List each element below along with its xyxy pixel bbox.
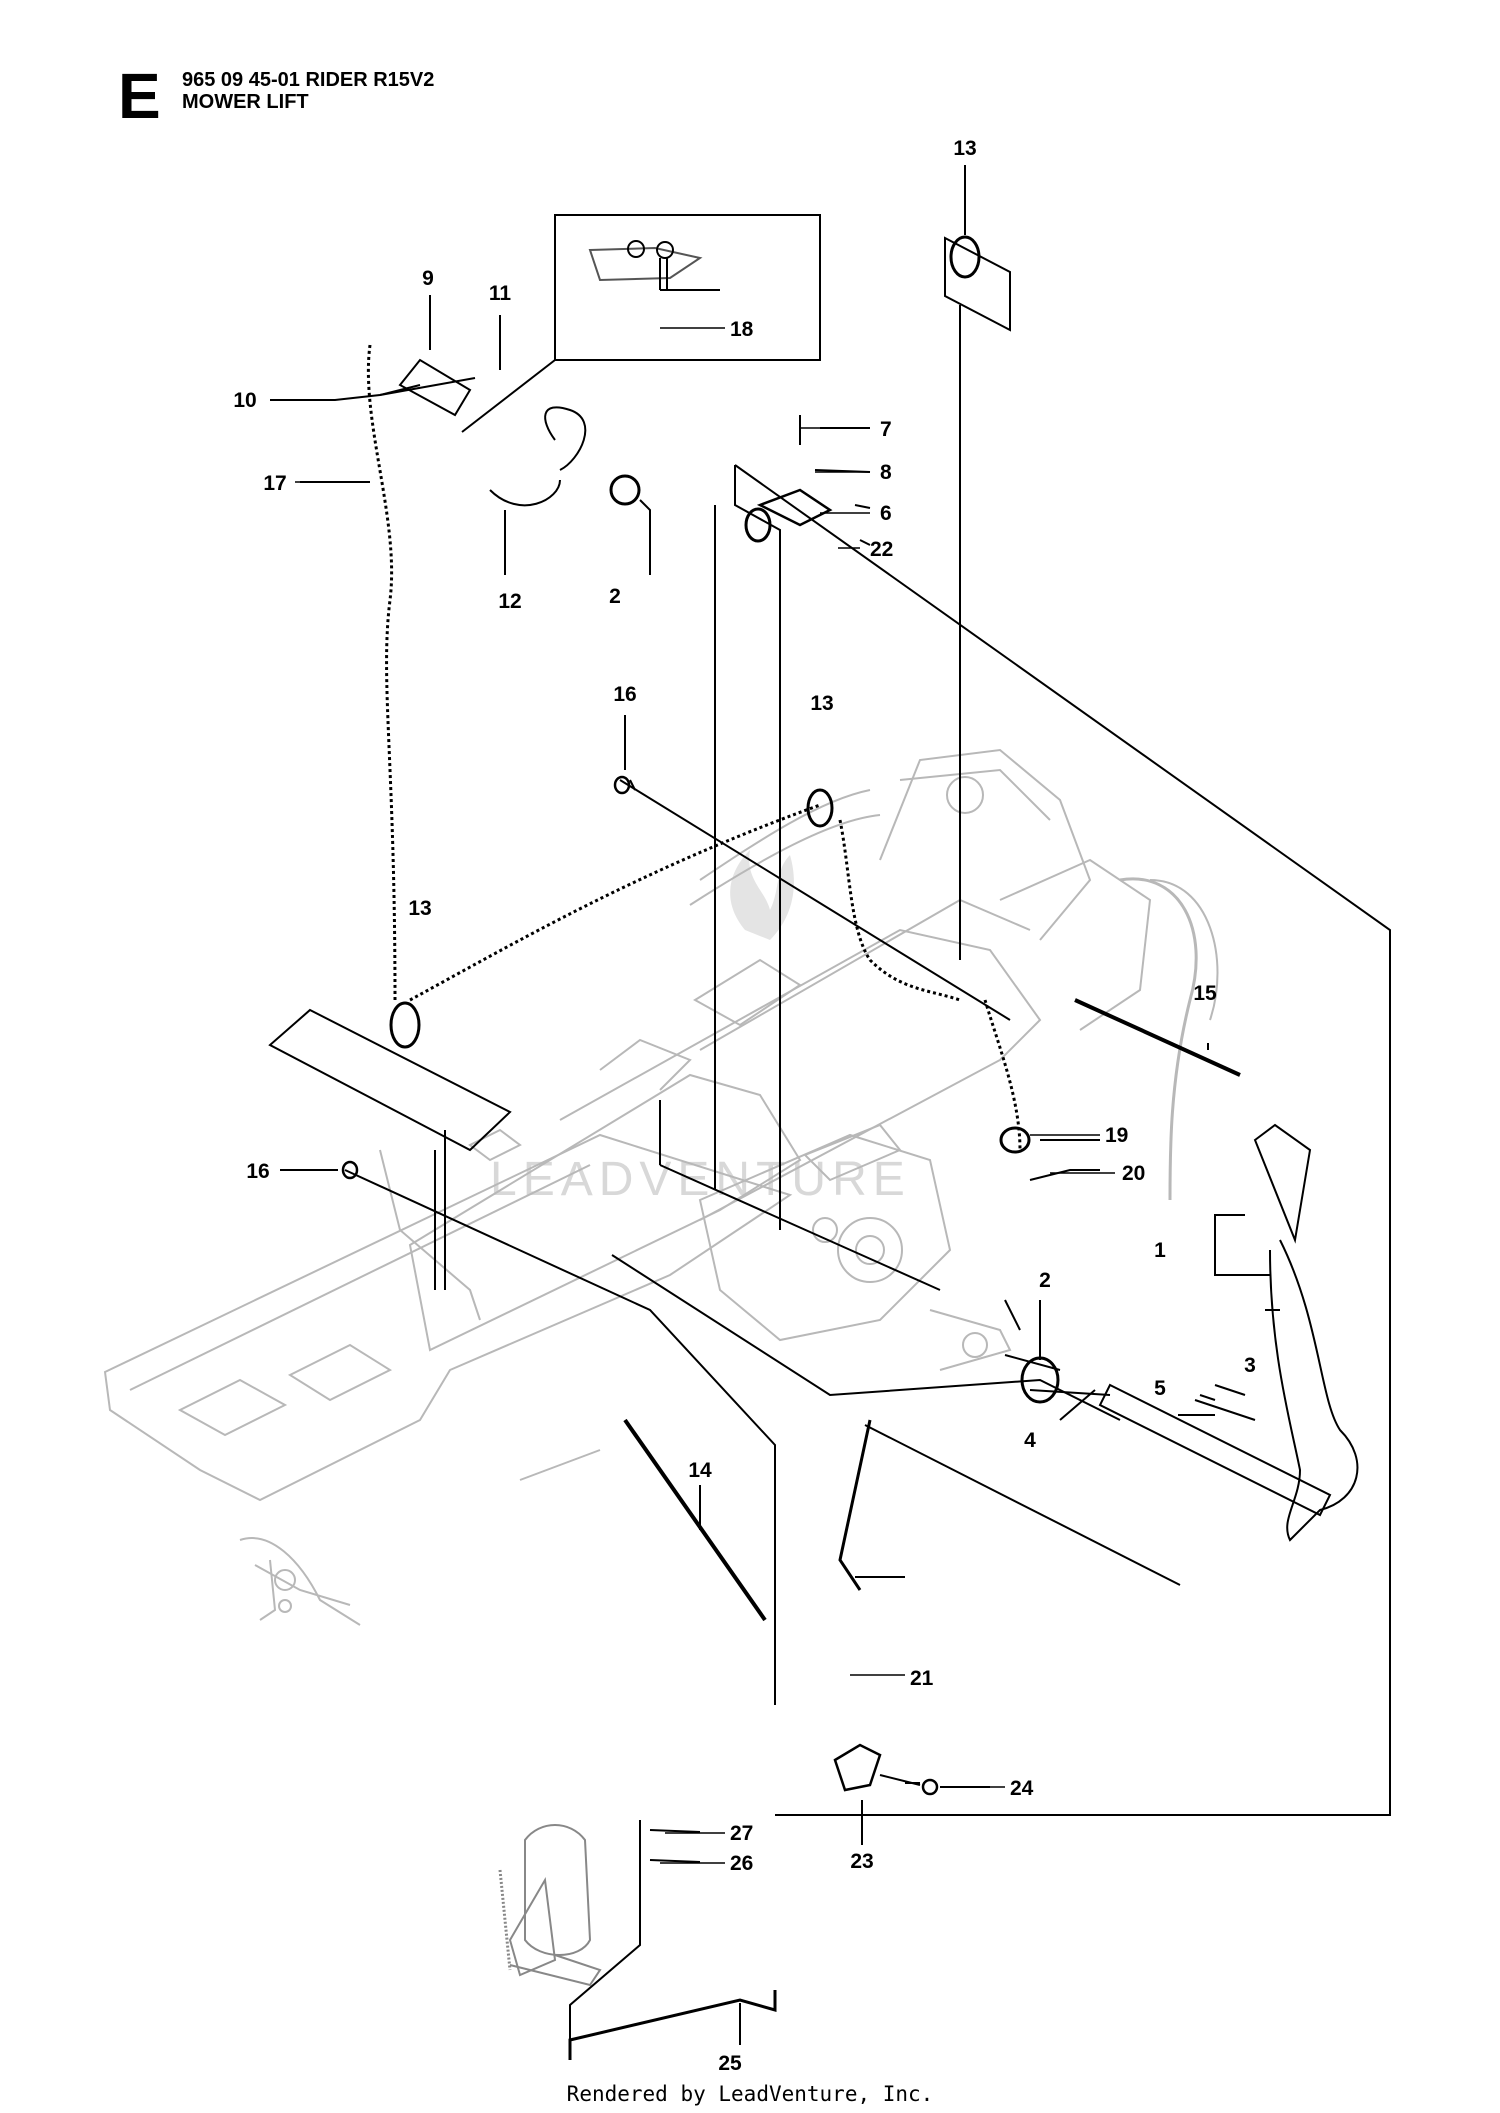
callout-13: 13 <box>953 137 976 160</box>
callout-4: 4 <box>1024 1429 1036 1452</box>
footer-credit: Rendered by LeadVenture, Inc. <box>566 2082 934 2106</box>
callout-11: 11 <box>489 282 512 305</box>
watermark: LEADVENTURE <box>490 850 911 1206</box>
callout-3: 3 <box>1244 1354 1256 1377</box>
callout-22: 22 <box>870 538 893 561</box>
callout-14: 14 <box>688 1459 712 1482</box>
callout-25: 25 <box>718 2052 742 2075</box>
section-title: MOWER LIFT <box>182 91 309 113</box>
callout-5: 5 <box>1154 1377 1166 1400</box>
section-letter: E <box>118 60 161 132</box>
callout-27: 27 <box>730 1822 753 1845</box>
callout-15: 15 <box>1193 982 1217 1005</box>
callout-1: 1 <box>1154 1239 1166 1262</box>
watermark-text: LEADVENTURE <box>490 1153 911 1206</box>
frame-illustration <box>103 748 1219 1626</box>
callout-21: 21 <box>910 1667 934 1690</box>
callout-7: 7 <box>880 418 892 441</box>
label-leaders <box>295 327 1115 1864</box>
callout-8: 8 <box>880 461 892 484</box>
callout-19: 19 <box>1105 1124 1128 1147</box>
callout-13: 13 <box>810 692 833 715</box>
callout-23: 23 <box>850 1850 873 1873</box>
callout-16: 16 <box>246 1160 269 1183</box>
callout-2: 2 <box>1039 1269 1051 1292</box>
callout-17: 17 <box>263 472 286 495</box>
callout-26: 26 <box>730 1852 753 1875</box>
callout-18: 18 <box>730 318 754 341</box>
callout-9: 9 <box>422 267 434 290</box>
callout-12: 12 <box>498 590 521 613</box>
model-number: 965 09 45-01 RIDER R15V2 <box>182 69 435 91</box>
callout-2: 2 <box>609 585 621 608</box>
callout-10: 10 <box>233 389 256 412</box>
callout-20: 20 <box>1122 1162 1145 1185</box>
callout-24: 24 <box>1010 1777 1034 1800</box>
detail-inset-box <box>554 214 821 361</box>
callout-16: 16 <box>613 683 636 706</box>
callout-13: 13 <box>408 897 431 920</box>
callout-labels: 13 18 9 11 10 7 8 6 22 17 12 2 16 13 13 … <box>233 137 1256 2075</box>
part-outlines <box>268 165 1391 2060</box>
callout-6: 6 <box>880 502 892 525</box>
